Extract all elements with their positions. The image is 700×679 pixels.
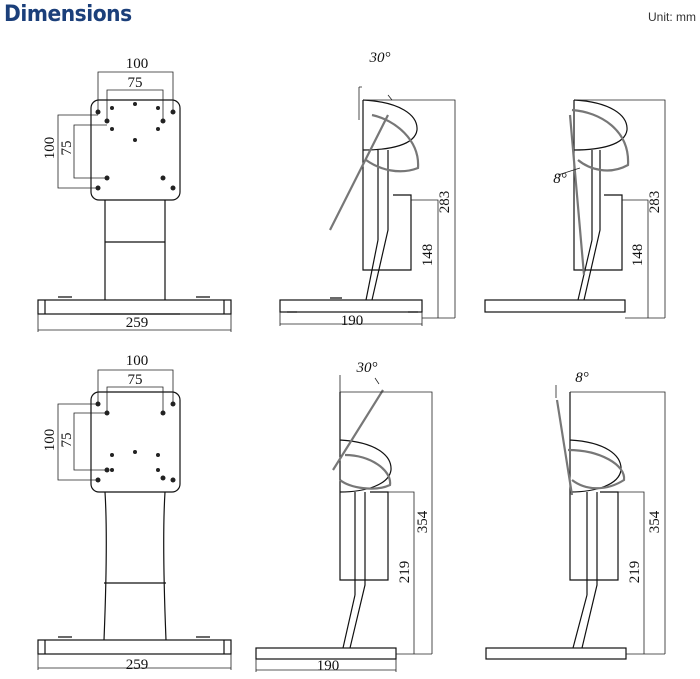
dim-width-75: 75 (128, 75, 143, 91)
dim-height-219: 219 (627, 561, 643, 584)
dim-height-219: 219 (397, 561, 413, 584)
dim-height-283: 283 (647, 191, 663, 214)
angle-8: 8° (553, 171, 567, 187)
dim-base-190: 190 (317, 658, 340, 674)
angle-30: 30° (356, 360, 378, 376)
dim-width-75: 75 (128, 372, 143, 388)
dim-height-148: 148 (630, 244, 646, 267)
side-view-tilt-back-1: 30° 283 148 190 (279, 50, 456, 329)
dim-height-100: 100 (42, 429, 58, 452)
page-title: Dimensions (4, 2, 132, 27)
front-view-1: 100 75 100 75 259 (37, 56, 232, 332)
dim-height-75: 75 (59, 141, 75, 156)
dim-width-100: 100 (126, 353, 149, 369)
side-view-tilt-forward-2: 8° 354 219 (485, 370, 666, 660)
dim-base-259: 259 (126, 315, 149, 331)
dim-height-148: 148 (420, 244, 436, 267)
dim-base-259: 259 (126, 657, 149, 673)
dim-height-75: 75 (59, 433, 75, 448)
angle-8: 8° (575, 370, 589, 386)
dim-height-100: 100 (42, 137, 58, 160)
side-view-tilt-forward-1: 8° 283 148 (484, 99, 666, 319)
dim-height-283: 283 (437, 191, 453, 214)
dim-height-354: 354 (647, 510, 663, 533)
dim-height-354: 354 (415, 510, 431, 533)
side-view-tilt-back-2: 30° 354 219 190 (255, 360, 433, 674)
front-view-2: 100 75 100 75 259 (37, 353, 232, 673)
angle-30: 30° (369, 50, 391, 66)
dim-width-100: 100 (126, 56, 149, 72)
dim-base-190: 190 (341, 313, 364, 329)
unit-label: Unit: mm (648, 10, 696, 24)
